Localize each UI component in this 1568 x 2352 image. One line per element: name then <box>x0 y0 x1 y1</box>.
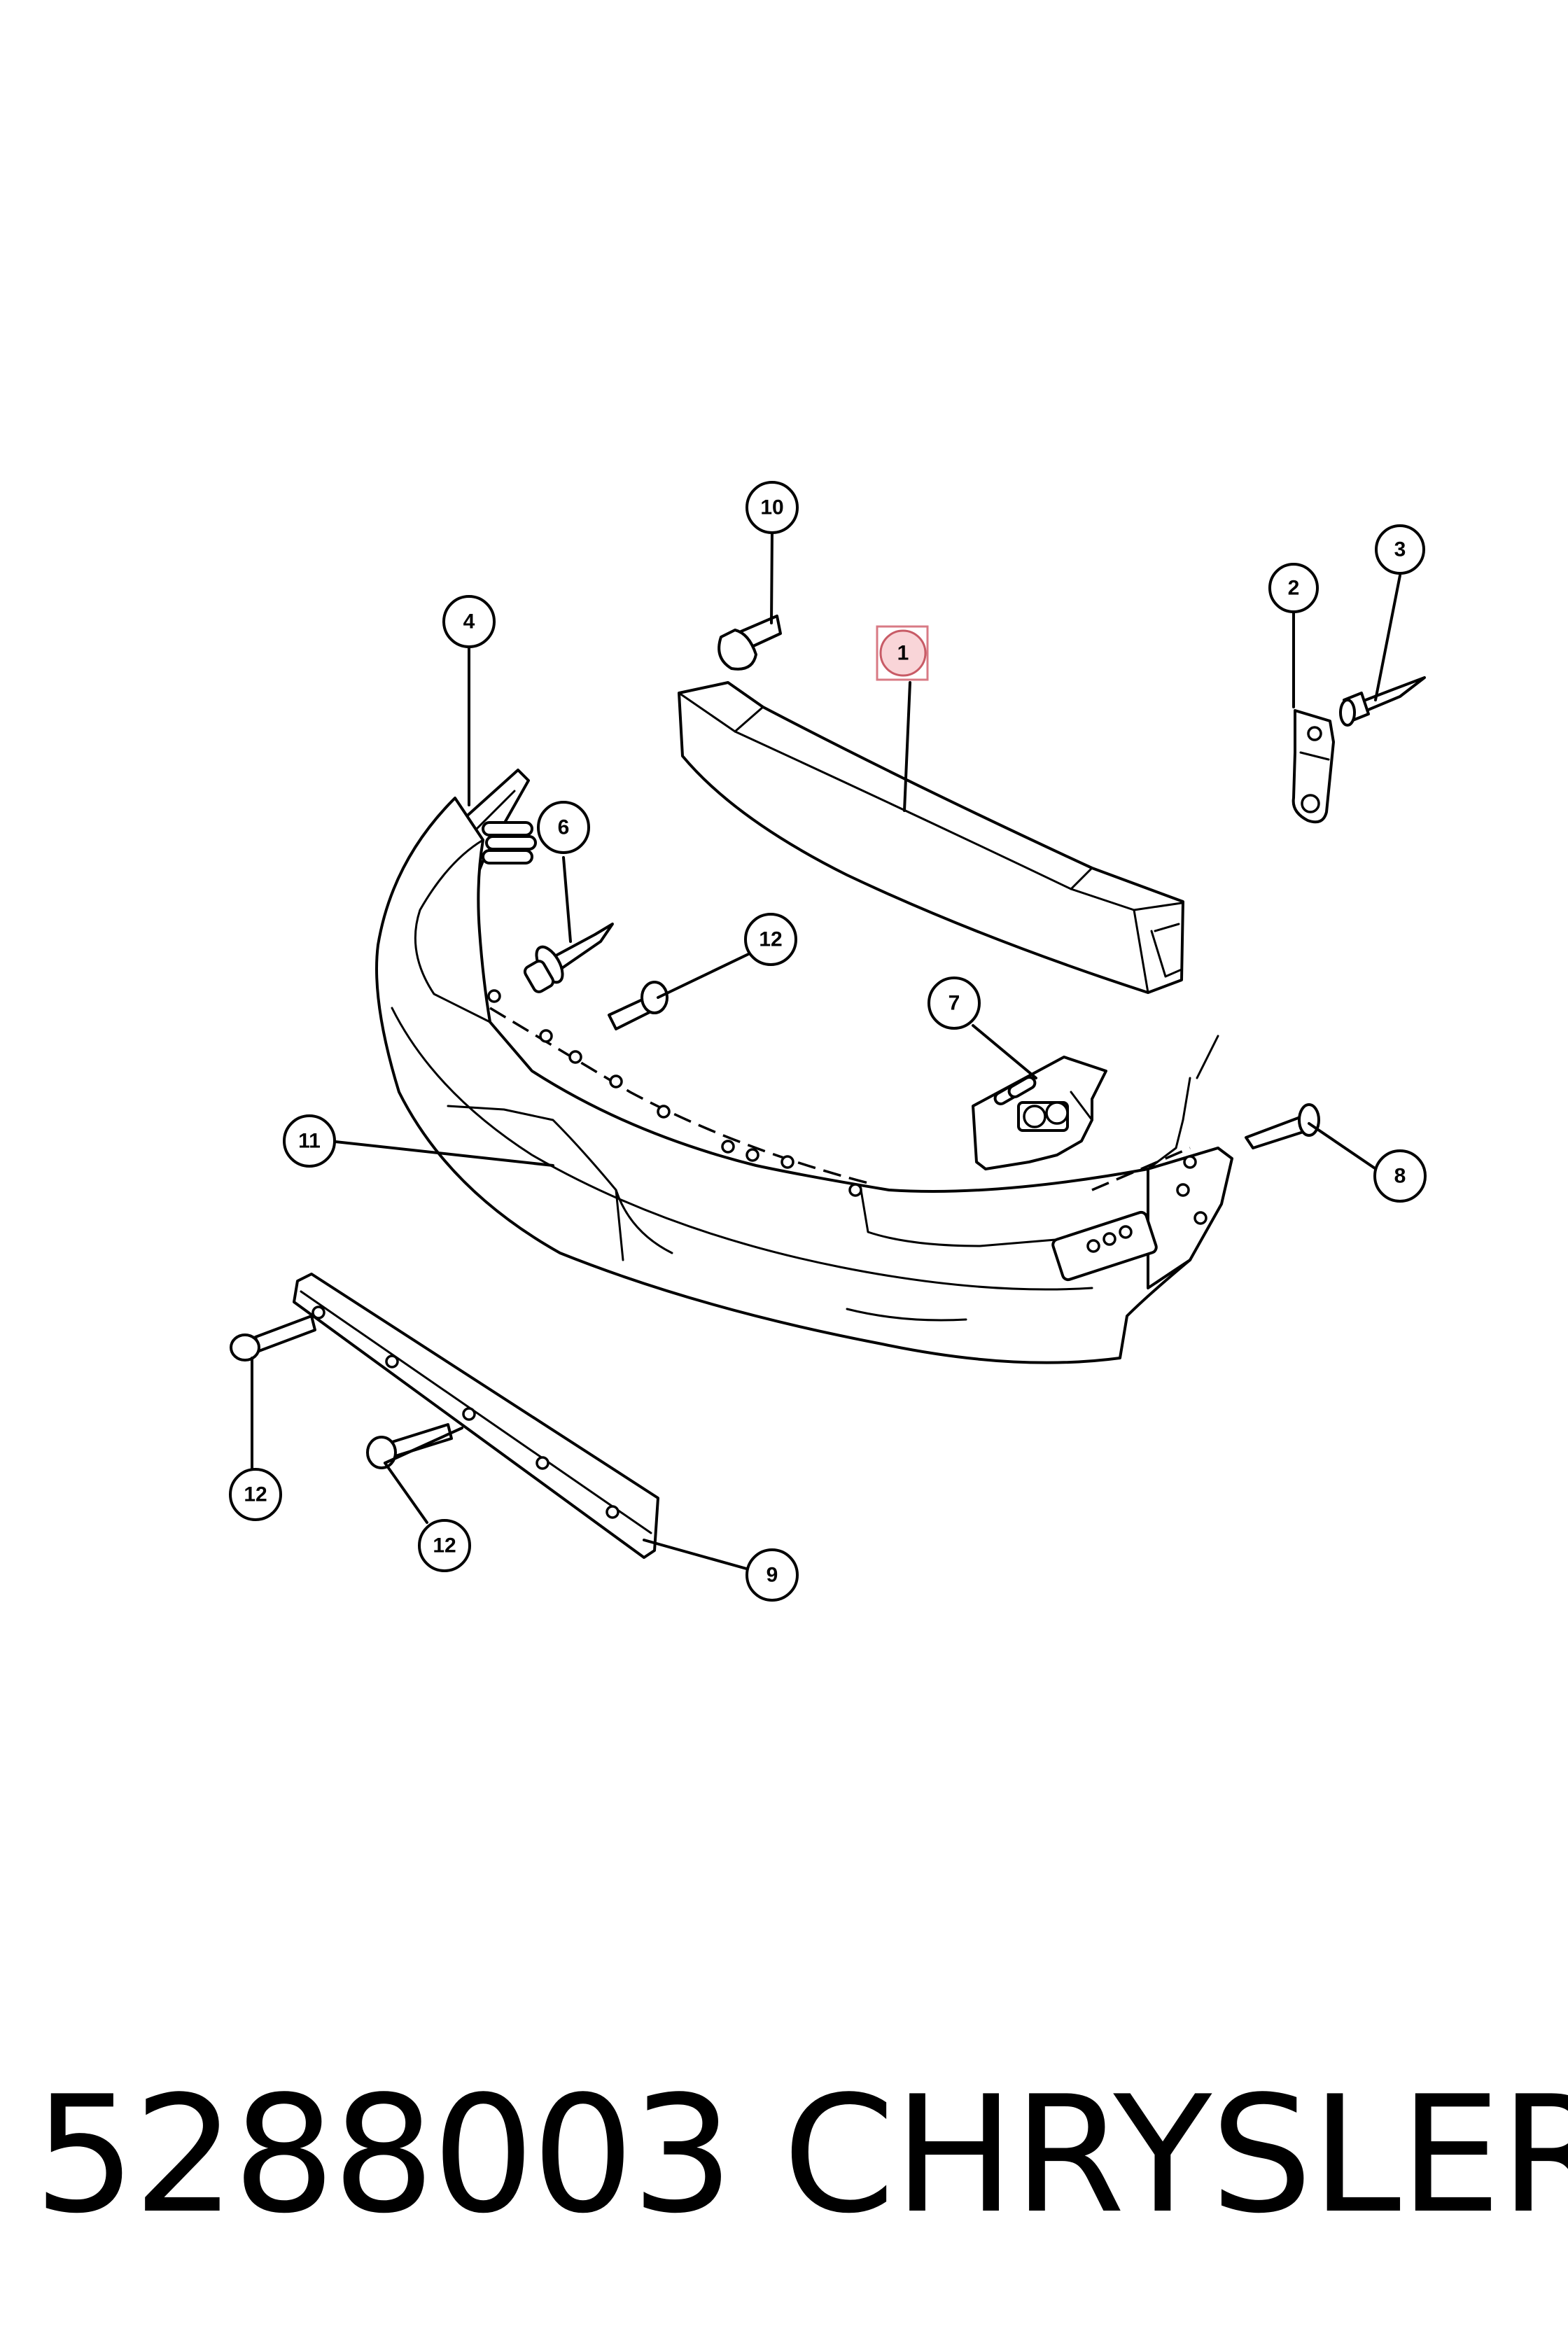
callout-4[interactable]: 4 <box>442 595 496 648</box>
brand-name: CHRYSLER <box>783 2062 1568 2249</box>
screw-part-6 <box>523 923 614 993</box>
lower-strip-part <box>293 1273 659 1559</box>
callout-11[interactable]: 11 <box>283 1114 336 1168</box>
callout-7[interactable]: 7 <box>927 976 981 1030</box>
screw-part-12-lower <box>366 1423 453 1469</box>
svg-text:6: 6 <box>558 816 570 839</box>
leader-lines <box>251 530 1401 1571</box>
svg-text:11: 11 <box>298 1130 321 1153</box>
callout-12-left[interactable]: 12 <box>229 1468 282 1521</box>
svg-text:12: 12 <box>244 1483 267 1506</box>
svg-text:2: 2 <box>1288 577 1300 600</box>
callout-3[interactable]: 3 <box>1375 524 1425 575</box>
callout-12-lower[interactable]: 12 <box>418 1519 471 1572</box>
bumper-fascia-part <box>375 797 1233 1364</box>
right-bracket-part <box>972 1056 1107 1170</box>
callout-1-highlight-box <box>876 625 929 681</box>
screw-part-10 <box>718 615 782 671</box>
svg-text:12: 12 <box>433 1534 456 1558</box>
svg-text:4: 4 <box>463 610 475 634</box>
svg-text:9: 9 <box>766 1564 778 1587</box>
callout-6[interactable]: 6 <box>537 801 590 854</box>
callout-1[interactable]: 1 <box>879 629 927 677</box>
callout-12-upper[interactable]: 12 <box>744 913 797 966</box>
svg-text:3: 3 <box>1394 538 1406 561</box>
screw-part-12-upper <box>608 981 668 1030</box>
svg-text:1: 1 <box>897 642 909 665</box>
svg-text:10: 10 <box>760 496 783 519</box>
screw-part-3 <box>1339 676 1426 727</box>
reinforcement-beam-part <box>678 681 1184 994</box>
svg-text:12: 12 <box>759 928 782 951</box>
screw-part-12-left <box>230 1315 316 1362</box>
svg-text:8: 8 <box>1394 1165 1406 1188</box>
screw-part-8 <box>1245 1103 1320 1149</box>
callout-2[interactable]: 2 <box>1268 563 1319 613</box>
bracket-part <box>1292 709 1335 824</box>
callout-10[interactable]: 10 <box>746 481 799 534</box>
footer: 5288003 CHRYSLER <box>0 2051 1568 2261</box>
svg-text:7: 7 <box>948 992 960 1015</box>
callout-8[interactable]: 8 <box>1373 1149 1427 1203</box>
callout-9[interactable]: 9 <box>746 1548 799 1602</box>
part-number: 5288003 <box>34 2062 734 2249</box>
